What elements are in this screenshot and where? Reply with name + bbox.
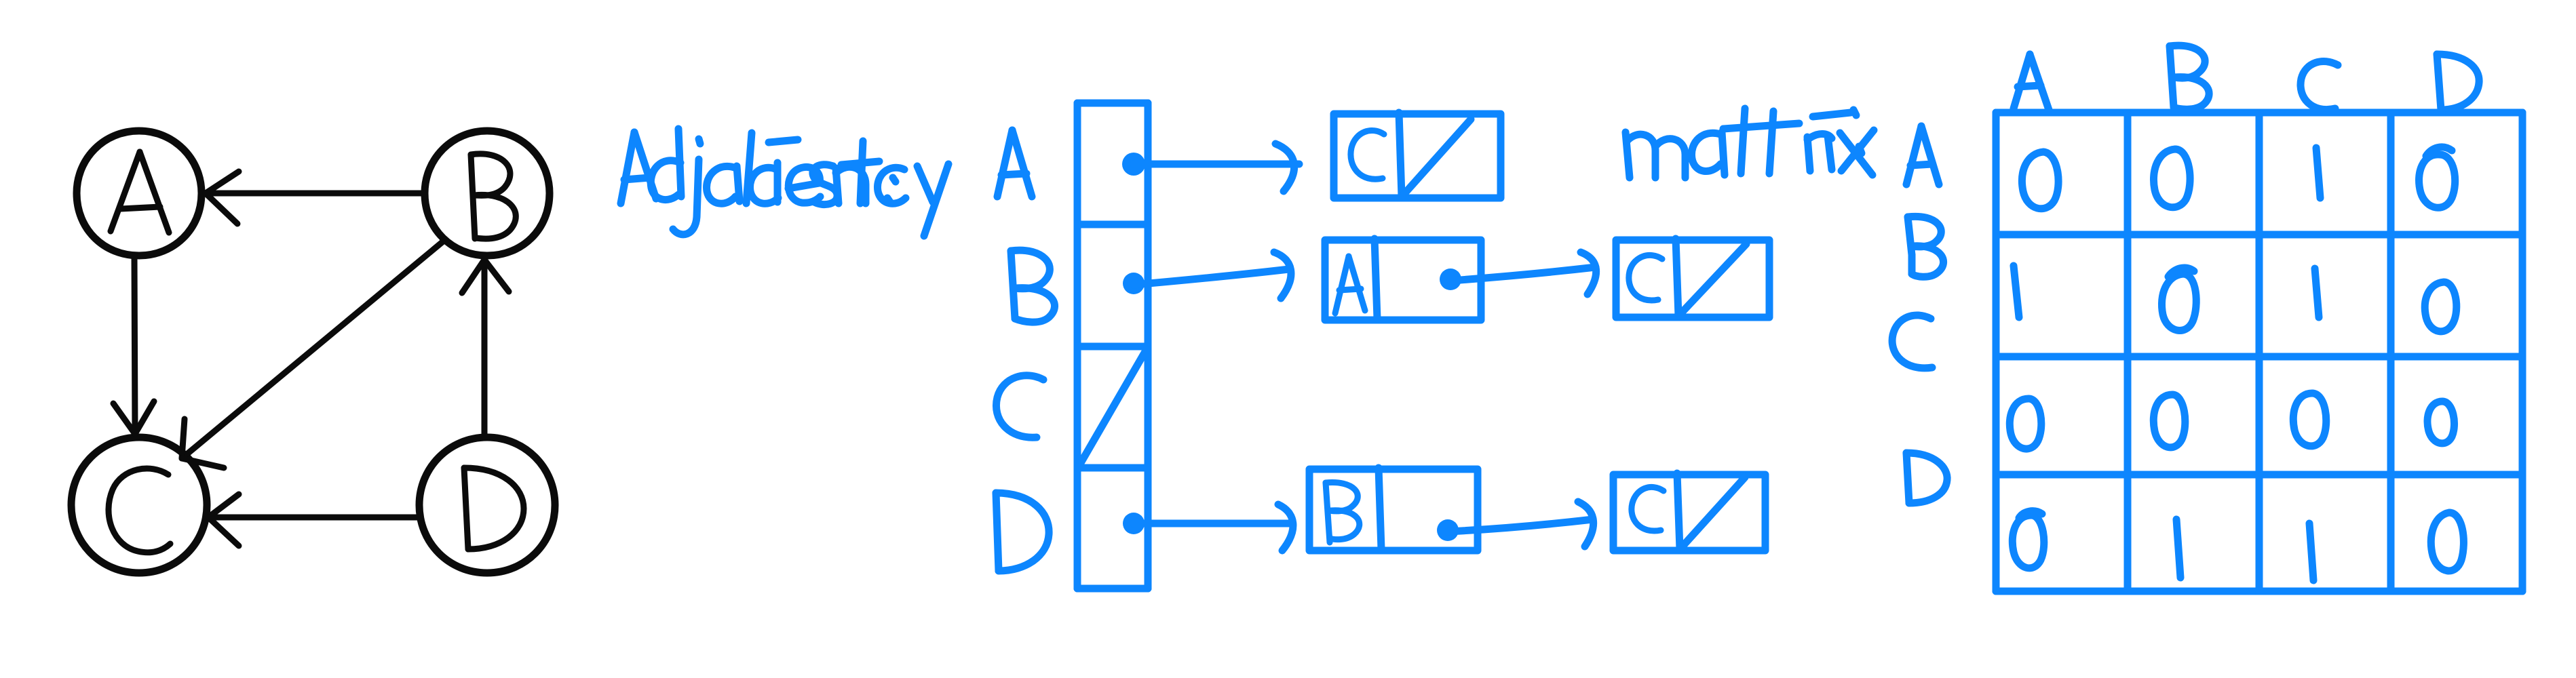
matrix-cell-a-d [2415,143,2459,212]
matrix-cell-a-c [2312,144,2324,202]
adjacency-list-row-label-c [993,372,1047,441]
matrix-cell-a-b [2150,145,2194,212]
matrix-grid [1992,108,2526,595]
adjacency-node-b-a[interactable] [1321,235,1600,324]
matrix-column-header-b [2166,41,2213,113]
matrix-cell-d-a [2008,507,2048,572]
matrix-cell-b-b [2158,264,2200,334]
adjacency-list-pointer-b [1123,248,1295,302]
matrix-cell-b-d [2421,278,2461,336]
graph-node-d[interactable] [415,433,559,577]
matrix-column-header-d [2433,50,2483,114]
matrix-cell-d-d [2427,509,2467,575]
matrix-cell-b-a [2010,262,2023,321]
graph-edge-b-to-c [178,239,446,471]
adjacency-node-d-c[interactable] [1609,469,1769,555]
matrix-cell-a-a [2018,148,2062,213]
matrix-column-header-c [2296,58,2342,113]
matrix-row-header-b [1904,212,1948,281]
matrix-cell-d-b [2172,515,2185,582]
adjacency-list-pointer-a [1122,140,1303,195]
adjacency-node-b-c[interactable] [1612,235,1773,321]
adjacency-list-heading [617,125,1036,240]
matrix-column-header-a [2010,50,2053,114]
matrix-cell-b-c [2311,264,2323,321]
graph-node-c[interactable] [67,433,211,577]
graph-node-b[interactable] [421,127,554,260]
matrix-row-header-c [1888,311,1936,372]
adjacency-list-row-label-b [1007,246,1058,326]
adjacency-list-null-slash-c [1075,345,1151,471]
matrix-row-header-a [1902,122,1943,188]
adjacency-list-row-label-d [992,489,1053,575]
adjacency-node-d-b[interactable] [1305,464,1598,555]
matrix-cell-c-d [2423,397,2458,447]
graph-edge-d-to-c [205,491,421,549]
matrix-cell-d-c [2305,519,2318,584]
graph-edge-b-to-a [202,168,427,227]
matrix-heading [1621,104,1878,182]
adjacency-node-a-c[interactable] [1330,108,1505,202]
matrix-cell-c-c [2289,389,2330,450]
matrix-row-header-d [1902,449,1951,507]
matrix-cell-c-a [2005,395,2045,453]
graph-edge-a-to-c [110,253,157,437]
graph-edge-d-to-b [459,256,512,441]
matrix-cell-c-b [2149,391,2189,452]
graph-node-a[interactable] [73,127,206,260]
adjacency-list-pointer-d [1123,500,1297,555]
